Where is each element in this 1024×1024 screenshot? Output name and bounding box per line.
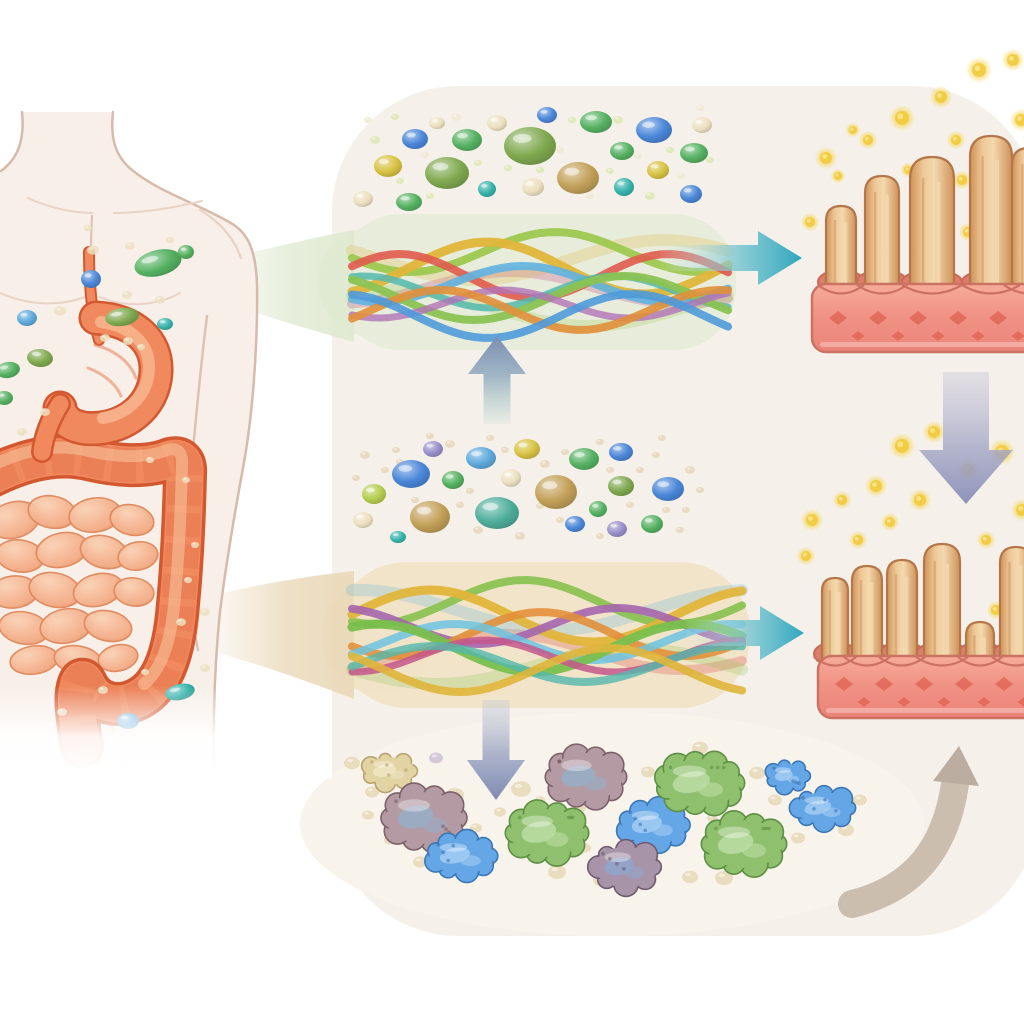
clavicle-left [27, 197, 93, 214]
stomach-fold-1 [93, 343, 138, 380]
villi-block-top [800, 48, 1024, 354]
cluster-top [353, 104, 714, 211]
human-torso [0, 110, 259, 770]
torso-microbes [0, 224, 210, 734]
clavicle-right [113, 200, 203, 214]
stomach-fold-2 [86, 366, 123, 398]
arrows [467, 231, 1013, 918]
cluster-middle [352, 432, 704, 543]
stomach [31, 300, 174, 463]
colon [0, 434, 208, 768]
cluster-bottom [344, 741, 867, 898]
stomach-highlight [95, 316, 155, 424]
torso-contour [0, 110, 259, 770]
villi-block-bottom [796, 420, 1024, 720]
small-intestine [0, 494, 159, 676]
deltoid-line [198, 208, 243, 260]
digestive-tract [0, 246, 208, 768]
torso-fade [0, 686, 332, 778]
colon-highlight [0, 441, 189, 690]
connector-torso-to-bottom-band [202, 571, 354, 699]
pectoral-line-right [99, 292, 181, 306]
pectoral-line-left [0, 292, 86, 305]
strand-band-bottom [346, 575, 748, 697]
duodenum-fill [33, 395, 69, 461]
